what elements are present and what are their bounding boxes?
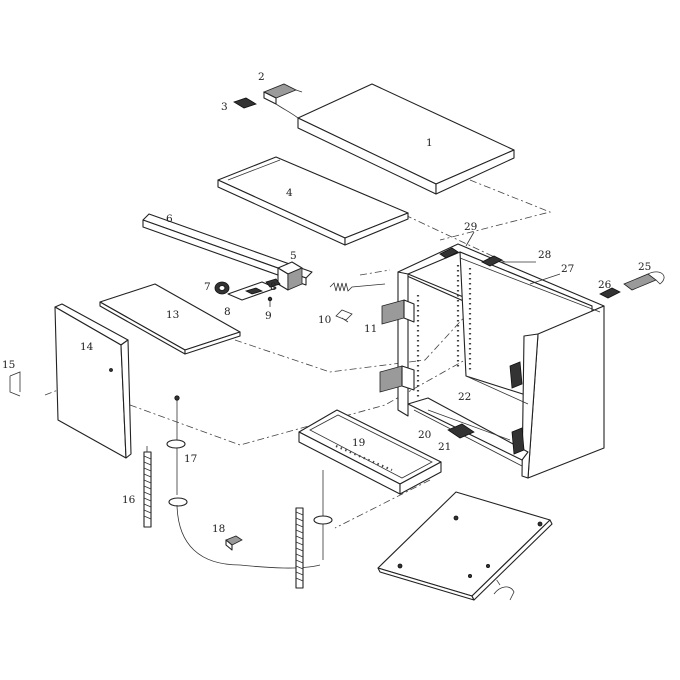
part-5-lock-block: 5 (277, 250, 303, 291)
part-4-shelf: 4 (217, 156, 409, 246)
label-6: 6 (166, 213, 173, 225)
label-9: 9 (265, 310, 272, 322)
label-11: 11 (364, 323, 377, 335)
part-6-rail: 6 (142, 213, 313, 286)
part-15-handle: 15 (2, 359, 21, 397)
label-13: 13 (166, 309, 179, 321)
part-10-clip: 10 (318, 309, 353, 326)
part-19-drawer-tray: 19 (298, 409, 442, 495)
label-17: 17 (184, 453, 197, 465)
part-8-lock-plate: 8 8 (224, 278, 281, 318)
label-18: 18 (212, 523, 225, 535)
part-17-rod-and-cable: 17 (166, 395, 321, 569)
label-15: 15 (2, 359, 15, 371)
label-26: 26 (598, 279, 612, 291)
label-2: 2 (258, 71, 265, 83)
lock-rod-right (295, 470, 333, 589)
label-16: 16 (122, 494, 136, 506)
label-29: 29 (464, 221, 477, 233)
label-3: 3 (221, 101, 228, 113)
cabinet-body: 11 22 20 21 29 28 27 (364, 221, 605, 479)
label-10: 10 (318, 314, 331, 326)
part-14-door: 14 (54, 303, 132, 459)
part-25-latch-handle: 25 (623, 261, 665, 291)
label-1: 1 (426, 137, 433, 149)
label-5: 5 (290, 250, 297, 262)
part-7-knob: 7 (204, 281, 230, 295)
part-16-lock-rod-left: 16 (122, 446, 152, 528)
label-21: 21 (438, 441, 451, 453)
base-plate-handle (493, 586, 515, 601)
label-14: 14 (80, 341, 94, 353)
part-3-bracket: 3 (221, 97, 257, 113)
part-1-top-board: 1 (297, 83, 515, 195)
part-9-screw: 9 (265, 296, 273, 322)
label-7: 7 (204, 281, 211, 293)
part-2-latch: 2 (258, 71, 303, 119)
bottom-base-plate (377, 491, 553, 601)
part-13-shelf-panel: 13 (99, 283, 241, 355)
label-8-lower: 8 (224, 306, 231, 318)
label-25: 25 (638, 261, 651, 273)
label-27: 27 (561, 263, 574, 275)
label-8-upper: 8 (270, 281, 277, 293)
label-20: 20 (418, 429, 431, 441)
label-4: 4 (286, 187, 293, 199)
label-22: 22 (458, 391, 471, 403)
part-18-connector: 18 (212, 523, 243, 551)
spring (329, 282, 386, 292)
label-19: 19 (352, 437, 365, 449)
label-28: 28 (538, 249, 551, 261)
part-26-latch-body: 26 (598, 279, 621, 299)
